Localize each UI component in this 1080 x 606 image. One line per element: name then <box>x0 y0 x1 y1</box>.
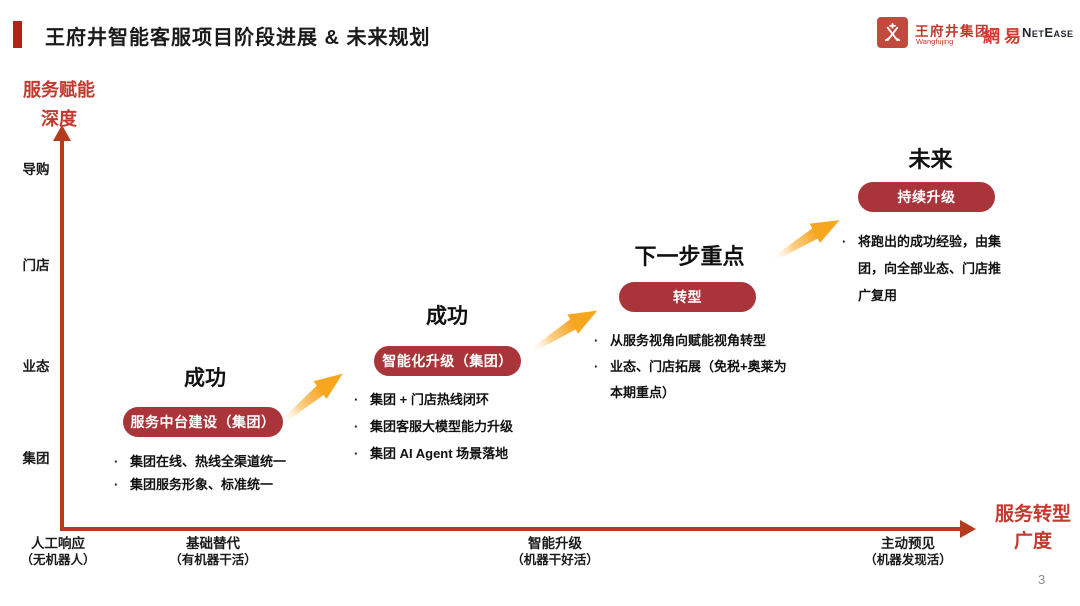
stage1-header: 成功 <box>184 367 226 390</box>
x-tick-label: 智能升级 <box>528 536 582 551</box>
x-tick-basic-replacement: 基础替代 （有机器干活） <box>158 535 268 568</box>
list-item: · 集团 AI Agent 场景落地 <box>352 440 567 467</box>
list-item: · 集团在线、热线全渠道统一 <box>112 450 322 473</box>
bullet-text: 业态、门店拓展（免税+奥莱为本期重点） <box>610 359 787 400</box>
wangfujing-logo-subtext: Wangfujing <box>916 37 954 46</box>
page-number: 3 <box>1038 572 1046 587</box>
progress-arrow-1-icon <box>280 373 343 424</box>
bullet-dot: · <box>114 454 119 469</box>
y-tick-jituan: 集团 <box>22 451 50 466</box>
y-axis-title-line1: 服务赋能 <box>23 80 95 100</box>
bullet-text: 从服务视角向赋能视角转型 <box>610 333 767 348</box>
x-axis-title-line2: 广度 <box>1013 531 1052 552</box>
y-tick-daogou: 导购 <box>22 162 50 177</box>
wangfujing-logo-text: 王府井集团 <box>915 24 990 39</box>
x-tick-sublabel: （无机器人） <box>20 553 96 567</box>
bullet-text: 集团 AI Agent 场景落地 <box>370 446 509 461</box>
x-axis-title-line1: 服务转型 <box>994 504 1071 525</box>
netease-logo-cn: 網易 <box>983 27 1025 46</box>
x-tick-label: 人工响应 <box>31 536 85 551</box>
x-tick-smart-upgrade: 智能升级 （机器干好活） <box>500 535 610 568</box>
x-tick-label: 主动预见 <box>881 536 935 551</box>
list-item: · 集团客服大模型能力升级 <box>352 413 567 440</box>
bullet-dot: · <box>114 477 119 492</box>
netease-logo-en: NetEase <box>1022 25 1074 40</box>
stage3-header: 下一步重点 <box>634 244 745 269</box>
list-item: · 将跑出的成功经验，由集团，向全部业态、门店推广复用 <box>840 228 1025 309</box>
x-axis-title: 服务转型 广度 <box>986 501 1080 555</box>
bullet-text: 将跑出的成功经验，由集团，向全部业态、门店推广复用 <box>858 234 1002 303</box>
bullet-dot: · <box>842 234 847 249</box>
y-tick-mendian: 门店 <box>22 258 50 273</box>
x-tick-manual-response: 人工响应 （无机器人） <box>3 535 113 568</box>
x-tick-sublabel: （机器发现活） <box>864 553 952 567</box>
progress-arrow-2-icon <box>529 310 598 354</box>
bullet-text: 集团在线、热线全渠道统一 <box>130 454 287 469</box>
stage4-badge: 持续升级 <box>858 182 995 212</box>
y-axis-line <box>60 140 64 530</box>
y-axis-title-line2: 深度 <box>41 109 77 129</box>
x-axis-line <box>60 527 962 531</box>
wangfujing-emblem-icon <box>884 22 901 42</box>
bullet-dot: · <box>354 392 359 407</box>
x-tick-sublabel: （机器干好活） <box>511 553 599 567</box>
bullet-dot: · <box>594 359 599 374</box>
bullet-dot: · <box>354 419 359 434</box>
stage3-bullet-list: · 从服务视角向赋能视角转型 · 业态、门店拓展（免税+奥莱为本期重点） <box>592 328 812 406</box>
y-axis-arrowhead <box>53 125 71 141</box>
stage1-bullet-list: · 集团在线、热线全渠道统一 · 集团服务形象、标准统一 <box>112 450 322 496</box>
stage4-bullet-list: · 将跑出的成功经验，由集团，向全部业态、门店推广复用 <box>840 228 1025 309</box>
bullet-text: 集团 + 门店热线闭环 <box>370 392 489 407</box>
bullet-dot: · <box>354 446 359 461</box>
wangfujing-logo-icon <box>877 17 908 48</box>
stage3-badge: 转型 <box>619 282 756 312</box>
y-axis-title: 服务赋能 深度 <box>6 76 112 134</box>
list-item: · 集团服务形象、标准统一 <box>112 473 322 496</box>
x-tick-proactive-foresight: 主动预见 （机器发现活） <box>853 535 963 568</box>
stage4-header: 未来 <box>908 147 953 172</box>
list-item: · 业态、门店拓展（免税+奥莱为本期重点） <box>592 354 812 406</box>
x-tick-sublabel: （有机器干活） <box>169 553 257 567</box>
bullet-text: 集团服务形象、标准统一 <box>130 477 274 492</box>
x-axis-arrowhead <box>960 520 976 538</box>
y-tick-yetai: 业态 <box>22 359 50 374</box>
list-item: · 集团 + 门店热线闭环 <box>352 386 567 413</box>
progress-arrow-3-icon <box>771 220 840 262</box>
stage2-header: 成功 <box>426 305 468 328</box>
bullet-text: 集团客服大模型能力升级 <box>370 419 514 434</box>
stage2-bullet-list: · 集团 + 门店热线闭环 · 集团客服大模型能力升级 · 集团 AI Agent 场… <box>352 386 567 467</box>
x-tick-label: 基础替代 <box>186 536 240 551</box>
list-item: · 从服务视角向赋能视角转型 <box>592 328 812 354</box>
bullet-dot: · <box>594 333 599 348</box>
stage1-badge: 服务中台建设（集团） <box>123 407 283 437</box>
page-title: 王府井智能客服项目阶段进展 & 未来规划 <box>45 27 431 49</box>
title-accent-bar <box>13 21 22 48</box>
stage2-badge: 智能化升级（集团） <box>374 346 521 376</box>
